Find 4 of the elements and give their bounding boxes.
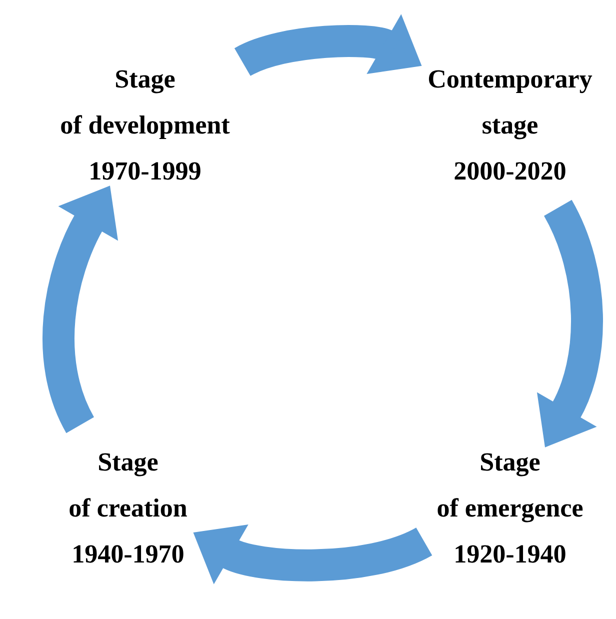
stage-label: Stage of development 1970-1999 — [61, 70, 230, 180]
stage-label: Stage of creation 1940-1970 — [70, 453, 187, 563]
stage-label: Contemporary stage 2000-2020 — [428, 70, 592, 180]
stage-label: Stage of emergence 1920-1940 — [438, 453, 583, 563]
